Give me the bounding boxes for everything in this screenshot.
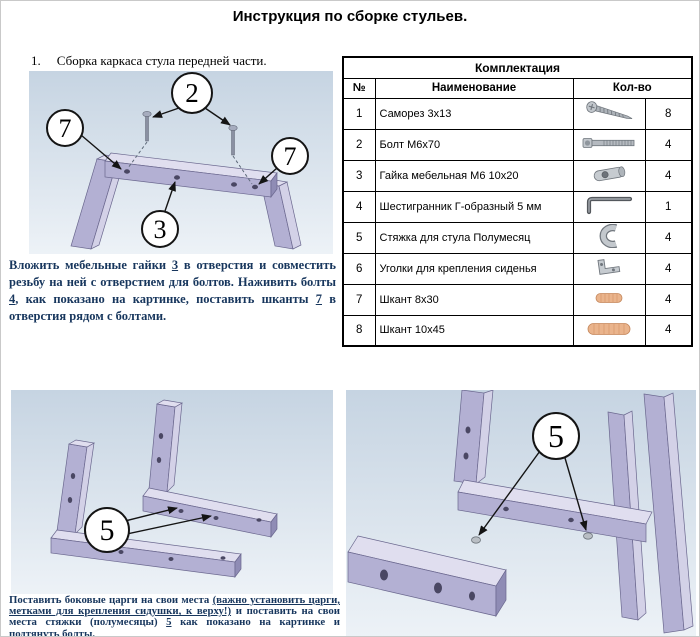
- bolt-pin-right: [228, 125, 238, 156]
- table-title: Комплектация: [342, 56, 693, 79]
- callout-arrow: [124, 506, 178, 522]
- halfmoon-bracket-icon: [599, 223, 618, 249]
- svg-text:5: 5: [548, 418, 564, 454]
- tie-slot: [568, 517, 574, 523]
- callout-arrow: [152, 107, 180, 118]
- callout-arrow: [564, 457, 588, 531]
- rail-hole: [158, 433, 164, 439]
- tie-bracket: [583, 532, 593, 540]
- svg-text:2: 2: [185, 78, 199, 108]
- tie-slot: [178, 509, 184, 513]
- tie-slot: [118, 550, 124, 554]
- callout-5: 5: [532, 412, 580, 460]
- rail-hole: [380, 569, 388, 581]
- svg-text:7: 7: [284, 142, 297, 171]
- svg-text:7: 7: [59, 114, 72, 143]
- post-hole: [465, 426, 471, 434]
- callout-arrow: [126, 513, 212, 535]
- callout-arrow: [204, 107, 231, 126]
- post-hole: [463, 452, 469, 460]
- back-post: [643, 392, 694, 634]
- callout-2: 2: [171, 72, 213, 114]
- table-row: 3 Гайка мебельная М6 10х20 4: [342, 159, 693, 192]
- dowel-large-icon: [587, 322, 631, 335]
- assembly-guide-line: [232, 155, 253, 185]
- svg-text:3: 3: [154, 215, 167, 244]
- bolt-hole: [124, 169, 130, 174]
- bolt-icon: [582, 138, 635, 148]
- step1-heading: 1. Сборка каркаса стула передней части.: [31, 53, 267, 69]
- table-row: 8 Шкант 10х45 4: [342, 314, 693, 347]
- callout-arrow: [164, 181, 176, 212]
- callout-5: 5: [84, 507, 130, 553]
- seat-rail: [457, 479, 653, 543]
- rail-hole: [156, 457, 162, 463]
- rail-hole: [434, 582, 442, 594]
- rail-hole: [67, 497, 73, 503]
- page-title: Инструкция по сборке стульев.: [232, 8, 468, 25]
- step1-instructions: Вложить мебельные гайки 3 в отверстия и …: [9, 258, 336, 323]
- bolt-pin-left: [142, 111, 152, 142]
- tie-slot: [168, 557, 174, 561]
- corner-bracket-icon: [597, 259, 621, 275]
- step2-instructions: Поставить боковые царги на свои места (в…: [9, 594, 340, 637]
- col-num-header: №: [342, 77, 376, 99]
- callout-3: 3: [141, 210, 179, 248]
- svg-text:5: 5: [100, 514, 115, 547]
- dowel-hole: [252, 184, 258, 190]
- barrel-nut-icon: [593, 166, 626, 182]
- callout-arrow: [478, 450, 541, 536]
- table-row: 6 Уголки для крепления сиденья 4: [342, 252, 693, 285]
- bolt-hole: [231, 182, 237, 187]
- front-frame-diagram: 2 7 3 7: [29, 71, 333, 254]
- hex-key-icon: [586, 196, 633, 215]
- tie-slot: [256, 518, 262, 522]
- screw-icon: [586, 101, 633, 119]
- rail-hole: [70, 473, 76, 479]
- callout-7-left: 7: [46, 109, 84, 147]
- table-row: 4 Шестигранник Г-образный 5 мм 1: [342, 190, 693, 223]
- tie-slot: [213, 516, 219, 520]
- front-apron-rail: [104, 152, 278, 199]
- side-rail-foreground: [347, 535, 507, 618]
- table-row: 2 Болт М6х70 4: [342, 128, 693, 161]
- tie-slot: [220, 556, 226, 560]
- table-row: 1 Саморез 3х13 8: [342, 97, 693, 130]
- tie-slot: [503, 506, 509, 512]
- table-row: 5 Стяжка для стула Полумесяц 4: [342, 221, 693, 254]
- col-name-header: Наименование: [374, 77, 574, 99]
- assembly-diagram: 5: [346, 390, 696, 636]
- callout-7-right: 7: [271, 137, 309, 175]
- tie-bracket: [471, 536, 481, 544]
- col-qty-header: Кол-во: [572, 77, 693, 99]
- parts-table: Комплектация № Наименование Кол-во 1 Сам…: [342, 56, 694, 347]
- step1-number: 1.: [31, 53, 41, 68]
- side-rails-diagram: 5: [11, 390, 333, 594]
- step1-heading-text: Сборка каркаса стула передней части.: [56, 53, 267, 68]
- callout-arrow: [258, 167, 278, 185]
- front-leg-post: [453, 390, 494, 485]
- rail-hole: [469, 591, 475, 601]
- nut-hole: [174, 175, 180, 180]
- dowel-small-icon: [595, 293, 623, 303]
- callout-arrow: [80, 134, 122, 170]
- table-row: 7 Шкант 8х30 4: [342, 283, 693, 316]
